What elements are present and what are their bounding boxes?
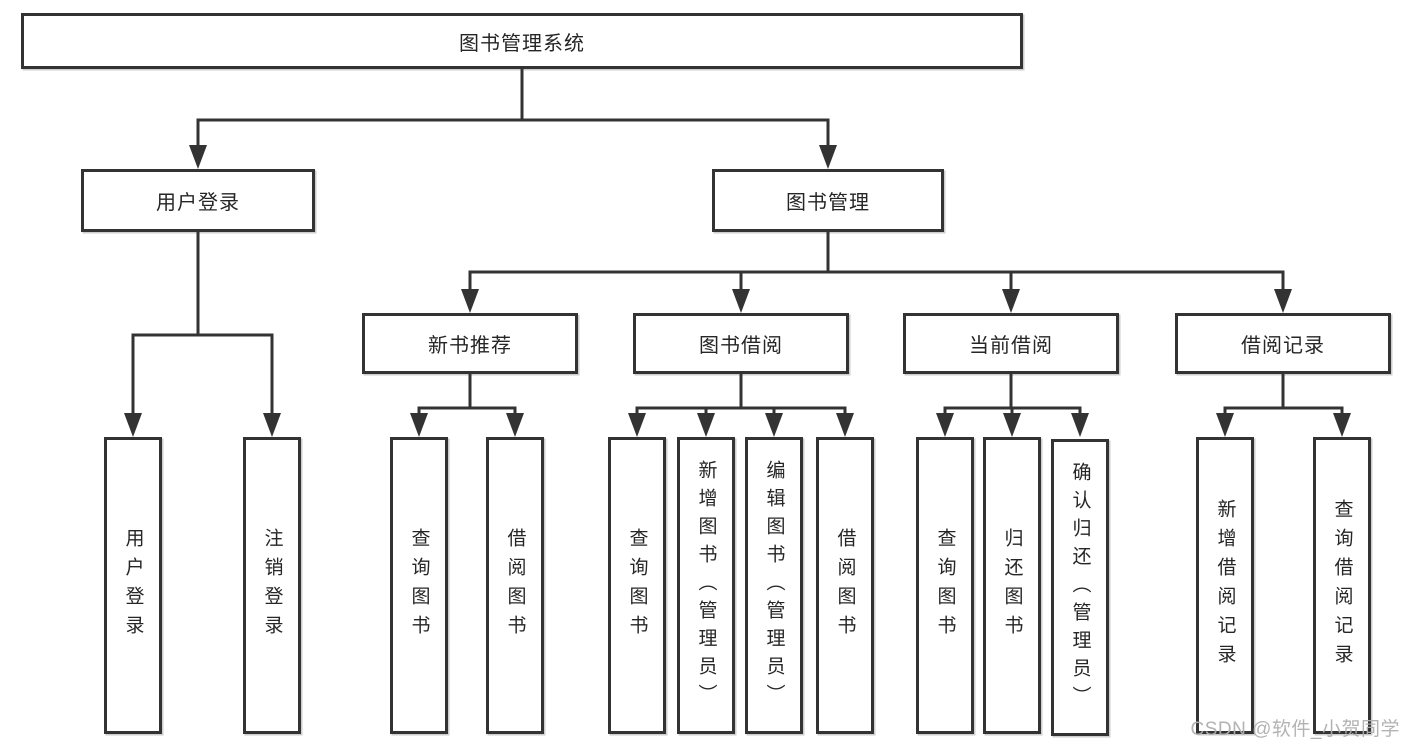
- node-user-login: 用户登录: [81, 169, 315, 232]
- leaf-return-books-label: 归还图书: [1001, 527, 1023, 644]
- leaf-borrow-books-label: 借阅图书: [834, 527, 856, 644]
- node-book-management: 图书管理: [712, 169, 944, 232]
- leaf-logout-label: 注销登录: [261, 527, 283, 644]
- leaf-add-borrow-record: 新增借阅记录: [1196, 437, 1254, 734]
- leaf-query-books-borrow-label: 查询图书: [626, 527, 648, 644]
- leaf-query-books-borrow: 查询图书: [608, 437, 666, 734]
- leaf-user-login: 用户登录: [104, 437, 162, 734]
- node-borrow-records-label: 借阅记录: [1241, 335, 1325, 357]
- leaf-borrow-books-recommend-label: 借阅图书: [504, 527, 526, 644]
- node-current-borrow-label: 当前借阅: [969, 335, 1053, 357]
- node-book-management-label: 图书管理: [786, 192, 870, 214]
- leaf-query-books-current-label: 查询图书: [934, 527, 956, 644]
- node-new-book-recommend-label: 新书推荐: [428, 335, 512, 357]
- leaf-query-books-current: 查询图书: [916, 437, 974, 734]
- node-book-borrow: 图书借阅: [633, 313, 849, 374]
- node-root-library-system: 图书管理系统: [21, 13, 1023, 69]
- node-new-book-recommend: 新书推荐: [362, 313, 578, 374]
- leaf-borrow-books-recommend: 借阅图书: [486, 437, 544, 734]
- node-current-borrow: 当前借阅: [903, 313, 1119, 374]
- csdn-watermark: CSDN @软件_小贺同学: [1190, 719, 1400, 740]
- leaf-edit-books-admin-label: 编辑图书（管理员）: [763, 459, 785, 712]
- node-borrow-records: 借阅记录: [1175, 313, 1391, 374]
- node-book-borrow-label: 图书借阅: [699, 335, 783, 357]
- leaf-query-borrow-record-label: 查询借阅记录: [1331, 498, 1353, 673]
- leaf-add-books-admin: 新增图书（管理员）: [677, 437, 735, 734]
- leaf-borrow-books: 借阅图书: [816, 437, 874, 734]
- leaf-query-books-recommend-label: 查询图书: [408, 527, 430, 644]
- leaf-confirm-return-admin: 确认归还（管理员）: [1051, 439, 1109, 736]
- leaf-user-login-label: 用户登录: [122, 527, 144, 644]
- node-root-label: 图书管理系统: [459, 32, 585, 55]
- leaf-return-books: 归还图书: [983, 437, 1041, 734]
- leaf-edit-books-admin: 编辑图书（管理员）: [745, 437, 803, 734]
- leaf-add-borrow-record-label: 新增借阅记录: [1214, 498, 1236, 673]
- leaf-add-books-admin-label: 新增图书（管理员）: [695, 459, 717, 712]
- node-user-login-label: 用户登录: [156, 192, 240, 214]
- leaf-logout: 注销登录: [243, 437, 301, 734]
- leaf-confirm-return-admin-label: 确认归还（管理员）: [1069, 461, 1091, 714]
- leaf-query-borrow-record: 查询借阅记录: [1313, 437, 1371, 734]
- leaf-query-books-recommend: 查询图书: [390, 437, 448, 734]
